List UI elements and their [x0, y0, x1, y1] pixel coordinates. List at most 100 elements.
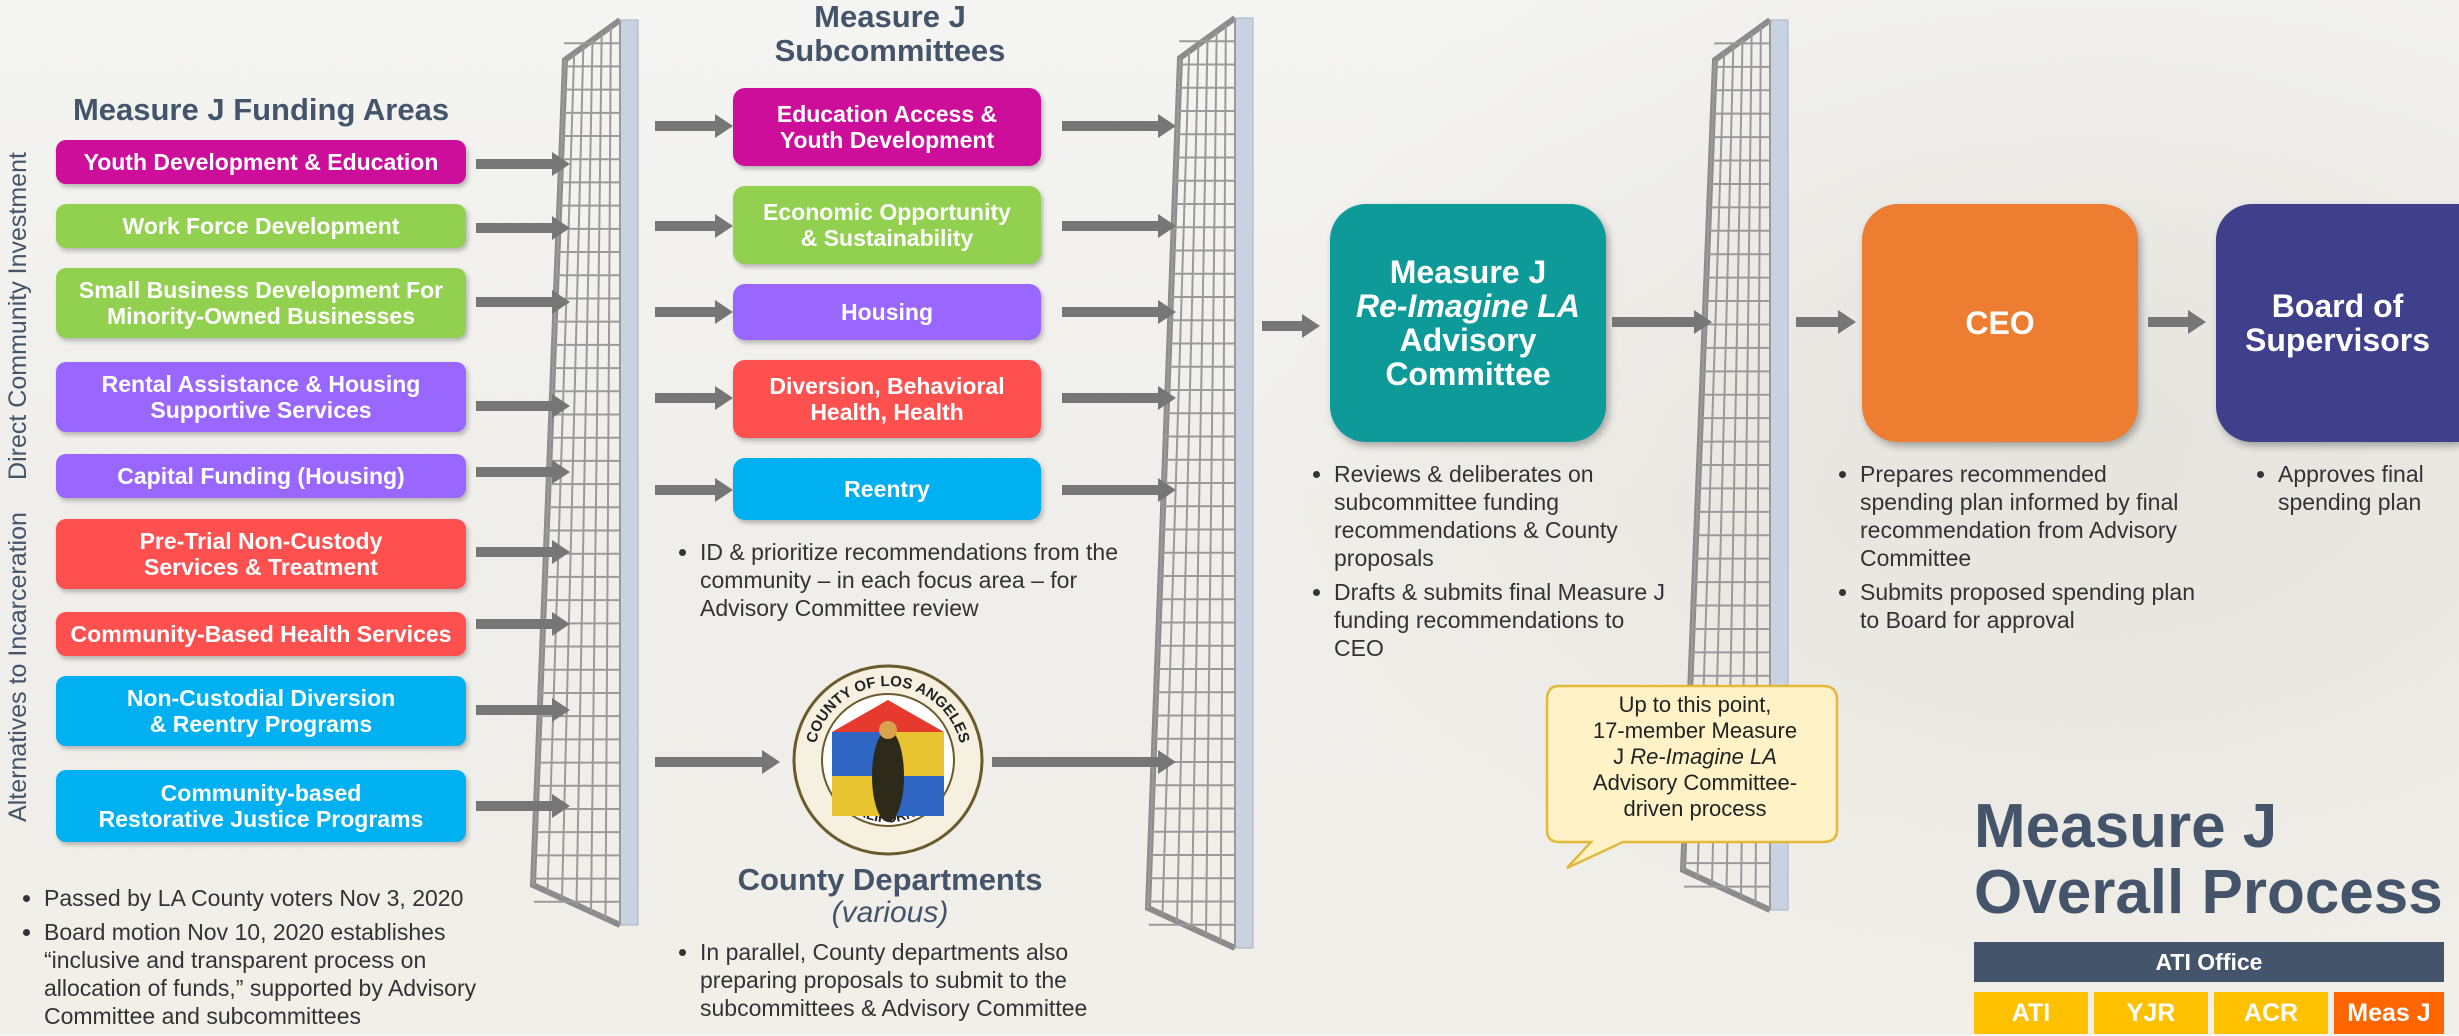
ati-office-banner: ATI Office — [1974, 942, 2444, 982]
arrow-head — [715, 214, 733, 238]
overall-title-line: Overall Process — [1974, 858, 2443, 927]
arrow-shaft — [1062, 307, 1160, 317]
subcommittees-title-line: Subcommittees — [774, 33, 1006, 68]
funding-area-label: Community-Based Health Services — [70, 621, 452, 647]
funding-area-box: Capital Funding (Housing) — [56, 454, 466, 498]
subcommittee-label: & Sustainability — [800, 225, 974, 251]
arrow-head — [715, 300, 733, 324]
arrow-shaft — [476, 619, 554, 629]
callout-line: 17-member Measure — [1592, 718, 1798, 743]
subcommittee-label: Reentry — [844, 476, 930, 502]
arrow-head — [552, 460, 570, 484]
arrow-shaft — [1062, 393, 1160, 403]
filter-grid-1 — [529, 17, 639, 928]
arrow-shaft — [655, 393, 717, 403]
arrow-head — [552, 540, 570, 564]
funding-area-label: Small Business Development For — [78, 277, 444, 303]
funding-area-box: Work Force Development — [56, 204, 466, 248]
arrow-head — [762, 750, 780, 774]
office-tag: ACR — [2214, 992, 2328, 1034]
note-item: In parallel, County departments also pre… — [700, 938, 1150, 1022]
arrow-shaft — [476, 297, 554, 307]
office-tag-active: Meas J — [2334, 992, 2444, 1034]
subcommittee-box: Housing — [733, 284, 1041, 340]
board-notes: Approves final spending plan — [2254, 460, 2459, 522]
grid-mesh — [1144, 15, 1237, 951]
note-item: Drafts & submits final Measure J funding… — [1334, 578, 1674, 662]
county-departments-subtitle: (various) — [831, 896, 949, 929]
grid-mesh — [529, 17, 622, 928]
funding-area-label: Work Force Development — [122, 213, 400, 239]
funding-notes: Passed by LA County voters Nov 3, 2020 B… — [20, 884, 514, 1036]
subcommittee-label: Housing — [841, 299, 933, 325]
subcommittees-title: Measure J Subcommittees — [730, 0, 1050, 68]
arrow-shaft — [1062, 485, 1160, 495]
arrow-shaft — [476, 801, 554, 811]
callout-text: Up to this point, 17-member Measure J Re… — [1555, 692, 1835, 822]
county-seal-image: COUNTY OF LOS ANGELES CALIFORNIA — [792, 664, 984, 856]
arrow-head — [715, 386, 733, 410]
arrow-head — [2188, 310, 2206, 334]
arrow-shaft — [1062, 221, 1160, 231]
subcommittee-box: Education Access &Youth Development — [733, 88, 1041, 166]
arrow-shaft — [1262, 321, 1304, 331]
advisory-line: Advisory — [1399, 322, 1537, 358]
funding-area-label: Community-based — [160, 780, 362, 806]
funding-area-label: Pre-Trial Non-Custody — [139, 528, 383, 554]
callout-line-part: J — [1613, 744, 1631, 769]
arrow-shaft — [476, 223, 554, 233]
subcommittee-label: Economic Opportunity — [763, 199, 1011, 225]
arrow-head — [552, 216, 570, 240]
arrow-shaft — [655, 485, 717, 495]
callout-line-part: Re-Imagine LA — [1630, 744, 1777, 769]
arrow-shaft — [2148, 317, 2190, 327]
board-of-supervisors-box: Board of Supervisors — [2216, 204, 2459, 442]
funding-area-box: Community-Based Health Services — [56, 612, 466, 656]
arrow-head — [552, 612, 570, 636]
arrow-shaft — [476, 705, 554, 715]
arrow-head — [552, 290, 570, 314]
arrow-head — [1158, 478, 1176, 502]
funding-areas-title: Measure J Funding Areas — [72, 92, 450, 127]
subcommittee-box: Economic Opportunity& Sustainability — [733, 186, 1041, 264]
advisory-committee-box: Measure J Re-Imagine LA Advisory Committ… — [1330, 204, 1606, 442]
advisory-line: Re-Imagine LA — [1355, 288, 1581, 324]
arrow-shaft — [1062, 121, 1160, 131]
overall-process-title: Measure J Overall Process — [1974, 794, 2454, 926]
office-tag: YJR — [2094, 992, 2208, 1034]
arrow-shaft — [655, 121, 717, 131]
note-item: Board motion Nov 10, 2020 establishes “i… — [44, 918, 514, 1030]
arrow-shaft — [476, 159, 554, 169]
arrow-head — [1158, 386, 1176, 410]
funding-area-box: Youth Development & Education — [56, 140, 466, 184]
note-item: Submits proposed spending plan to Board … — [1860, 578, 2200, 634]
ceo-notes: Prepares recommended spending plan infor… — [1836, 460, 2200, 640]
callout-line: J Re-Imagine LA — [1555, 744, 1835, 770]
arrow-head — [1158, 214, 1176, 238]
arrow-head — [1694, 310, 1712, 334]
arrow-shaft — [655, 221, 717, 231]
funding-area-label: Rental Assistance & Housing — [101, 371, 421, 397]
note-item: ID & prioritize recommendations from the… — [700, 538, 1140, 622]
overall-title-line: Measure J — [1974, 792, 2278, 861]
board-line: Board of — [2271, 288, 2404, 324]
funding-area-box: Non-Custodial Diversion& Reentry Program… — [56, 676, 466, 746]
callout-line: driven process — [1623, 796, 1767, 821]
funding-area-label: Non-Custodial Diversion — [126, 685, 396, 711]
advisory-line: Committee — [1385, 356, 1551, 392]
arrow-shaft — [992, 757, 1160, 767]
background-photo — [1250, 0, 2459, 1034]
alternatives-to-incarceration-label: Alternatives to Incarceration — [4, 512, 32, 822]
board-line: Supervisors — [2245, 322, 2430, 358]
note-item: Reviews & deliberates on subcommittee fu… — [1334, 460, 1674, 572]
county-departments-title: County Departments — [737, 862, 1043, 897]
arrow-head — [552, 152, 570, 176]
note-item: Approves final spending plan — [2278, 460, 2459, 516]
ceo-label: CEO — [1965, 305, 2035, 341]
callout-line: Up to this point, — [1618, 692, 1772, 717]
arrow-head — [552, 794, 570, 818]
arrow-shaft — [1796, 317, 1840, 327]
arrow-shaft — [1612, 317, 1696, 327]
subcommittee-label: Diversion, Behavioral — [769, 373, 1005, 399]
